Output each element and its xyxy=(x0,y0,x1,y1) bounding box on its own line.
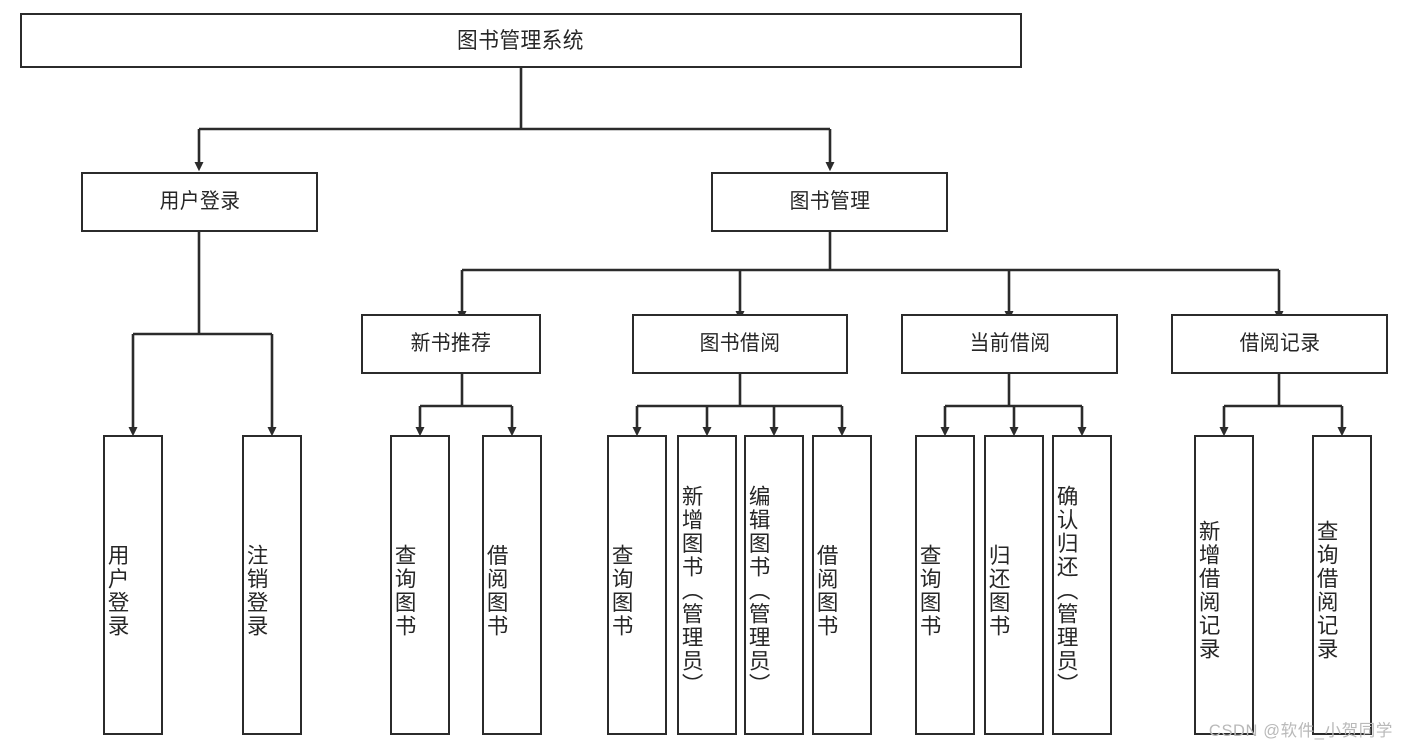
node-user-login[interactable]: 用户登录 xyxy=(81,172,318,232)
node-leaf-add-record[interactable]: 新增借阅记录 xyxy=(1194,435,1254,735)
node-root-label: 图书管理系统 xyxy=(457,27,585,53)
node-leaf-query-book-2-label: 查询图书 xyxy=(609,543,634,638)
node-leaf-query-record-label: 查询借阅记录 xyxy=(1314,520,1339,661)
node-leaf-edit-book-label: 编辑图书（管理员） xyxy=(746,484,771,697)
node-leaf-add-book[interactable]: 新增图书（管理员） xyxy=(677,435,737,735)
node-leaf-borrow-book-1[interactable]: 借阅图书 xyxy=(482,435,542,735)
node-leaf-user-login[interactable]: 用户登录 xyxy=(103,435,163,735)
node-book-manage[interactable]: 图书管理 xyxy=(711,172,948,232)
csdn-watermark: CSDN @软件_小贺同学 xyxy=(1208,722,1393,740)
node-leaf-logout-login-label: 注销登录 xyxy=(244,543,269,638)
node-leaf-confirm-return[interactable]: 确认归还（管理员） xyxy=(1052,435,1112,735)
node-leaf-edit-book[interactable]: 编辑图书（管理员） xyxy=(744,435,804,735)
node-leaf-add-book-label: 新增图书（管理员） xyxy=(679,484,704,697)
node-leaf-borrow-book-1-label: 借阅图书 xyxy=(484,543,509,638)
node-leaf-query-book-3[interactable]: 查询图书 xyxy=(915,435,975,735)
node-leaf-confirm-return-label: 确认归还（管理员） xyxy=(1054,484,1079,697)
node-leaf-add-record-label: 新增借阅记录 xyxy=(1196,520,1221,661)
node-new-book-recommend-label: 新书推荐 xyxy=(410,331,492,355)
node-borrow-record-label: 借阅记录 xyxy=(1239,331,1320,355)
node-leaf-user-login-label: 用户登录 xyxy=(105,543,130,638)
node-borrow-record[interactable]: 借阅记录 xyxy=(1171,314,1388,374)
node-book-manage-label: 图书管理 xyxy=(789,189,870,213)
node-book-borrow[interactable]: 图书借阅 xyxy=(632,314,848,374)
node-leaf-query-book-1[interactable]: 查询图书 xyxy=(390,435,450,735)
node-new-book-recommend[interactable]: 新书推荐 xyxy=(361,314,541,374)
node-user-login-label: 用户登录 xyxy=(159,189,240,213)
node-book-borrow-label: 图书借阅 xyxy=(699,331,781,355)
node-current-borrow-label: 当前借阅 xyxy=(969,331,1050,355)
node-leaf-borrow-book-2-label: 借阅图书 xyxy=(814,543,839,638)
node-leaf-return-book[interactable]: 归还图书 xyxy=(984,435,1044,735)
node-leaf-query-book-3-label: 查询图书 xyxy=(917,543,942,638)
node-leaf-borrow-book-2[interactable]: 借阅图书 xyxy=(812,435,872,735)
node-leaf-return-book-label: 归还图书 xyxy=(986,543,1011,638)
node-current-borrow[interactable]: 当前借阅 xyxy=(901,314,1118,374)
node-leaf-query-book-1-label: 查询图书 xyxy=(392,543,417,638)
node-leaf-logout-login[interactable]: 注销登录 xyxy=(242,435,302,735)
node-root[interactable]: 图书管理系统 xyxy=(20,13,1022,68)
node-leaf-query-book-2[interactable]: 查询图书 xyxy=(607,435,667,735)
node-leaf-query-record[interactable]: 查询借阅记录 xyxy=(1312,435,1372,735)
